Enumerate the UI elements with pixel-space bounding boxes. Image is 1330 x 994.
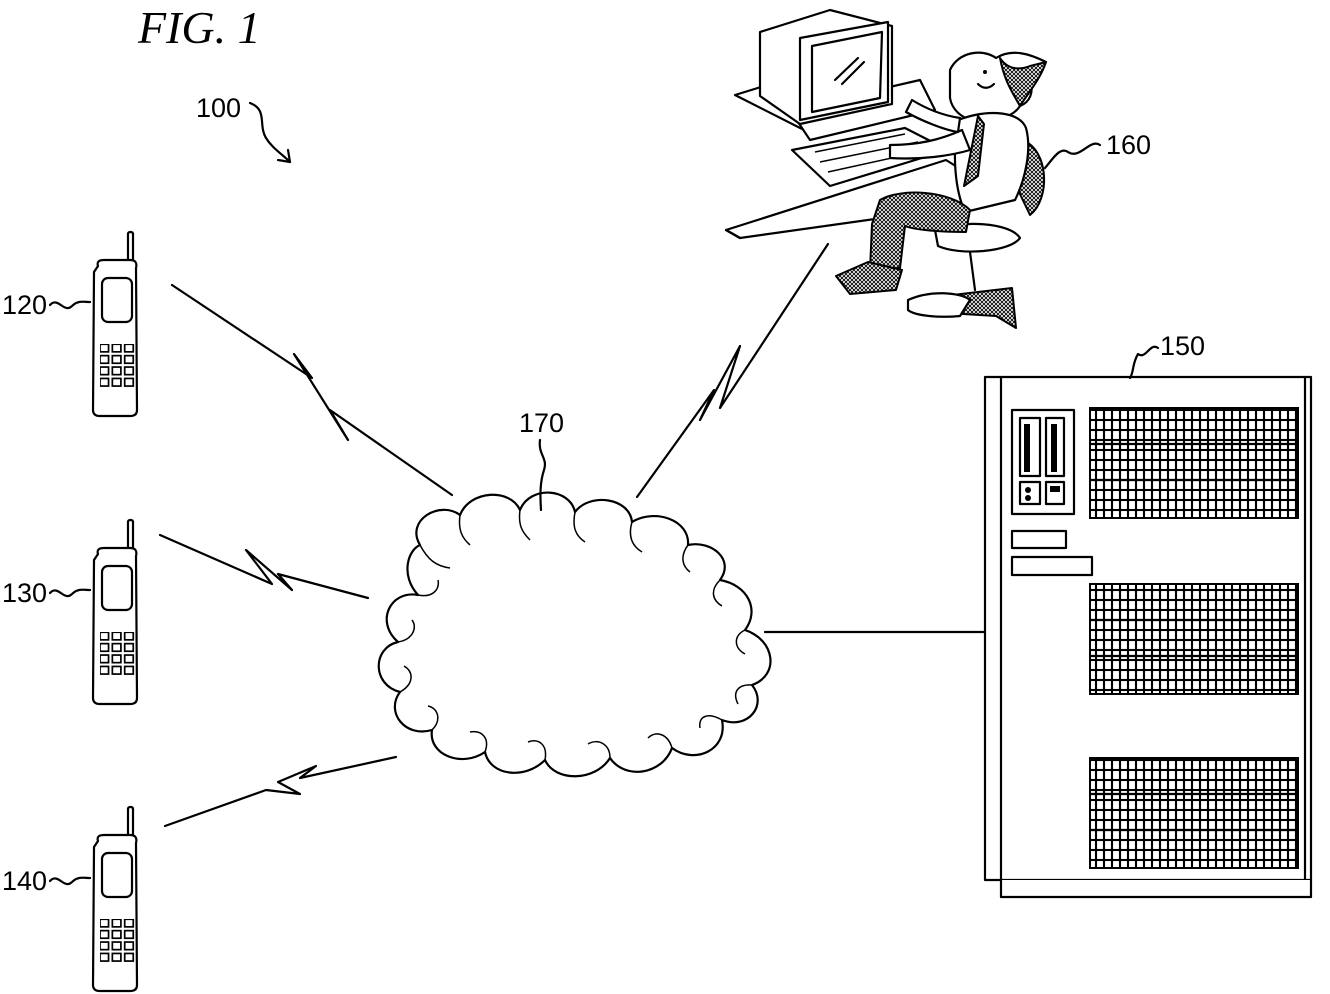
wireless-link-phone-130 (158, 533, 370, 600)
ref-label-workstation-160: 160 (1106, 130, 1151, 160)
mobile-phone-130 (93, 520, 137, 704)
arrowhead-icon (276, 148, 292, 164)
figure-title: FIG. 1 (137, 2, 261, 53)
wireless-link-workstation-160 (635, 242, 830, 499)
ref-label-network-170: 170 (519, 408, 564, 438)
mobile-phone-140 (93, 807, 137, 991)
leader-line (48, 876, 92, 886)
mobile-phone-120 (93, 232, 137, 416)
workstation-user (724, 8, 1048, 329)
wireless-link-phone-140 (163, 755, 398, 828)
ref-label-phone-130: 130 (2, 578, 47, 608)
server-cabinet (983, 375, 1313, 899)
ref-label-phone-120: 120 (2, 290, 47, 320)
ref-label-phone-140: 140 (2, 866, 47, 896)
leader-line (48, 588, 92, 598)
leader-line (1043, 142, 1102, 170)
wireless-link-phone-120 (170, 283, 454, 497)
system-pointer-arrow (248, 101, 292, 164)
leader-line (1128, 345, 1160, 380)
leader-line (538, 438, 546, 512)
ref-label-system: 100 (196, 93, 241, 123)
ref-label-server-150: 150 (1160, 331, 1205, 361)
network-cloud (377, 491, 772, 778)
leader-line (48, 300, 92, 310)
